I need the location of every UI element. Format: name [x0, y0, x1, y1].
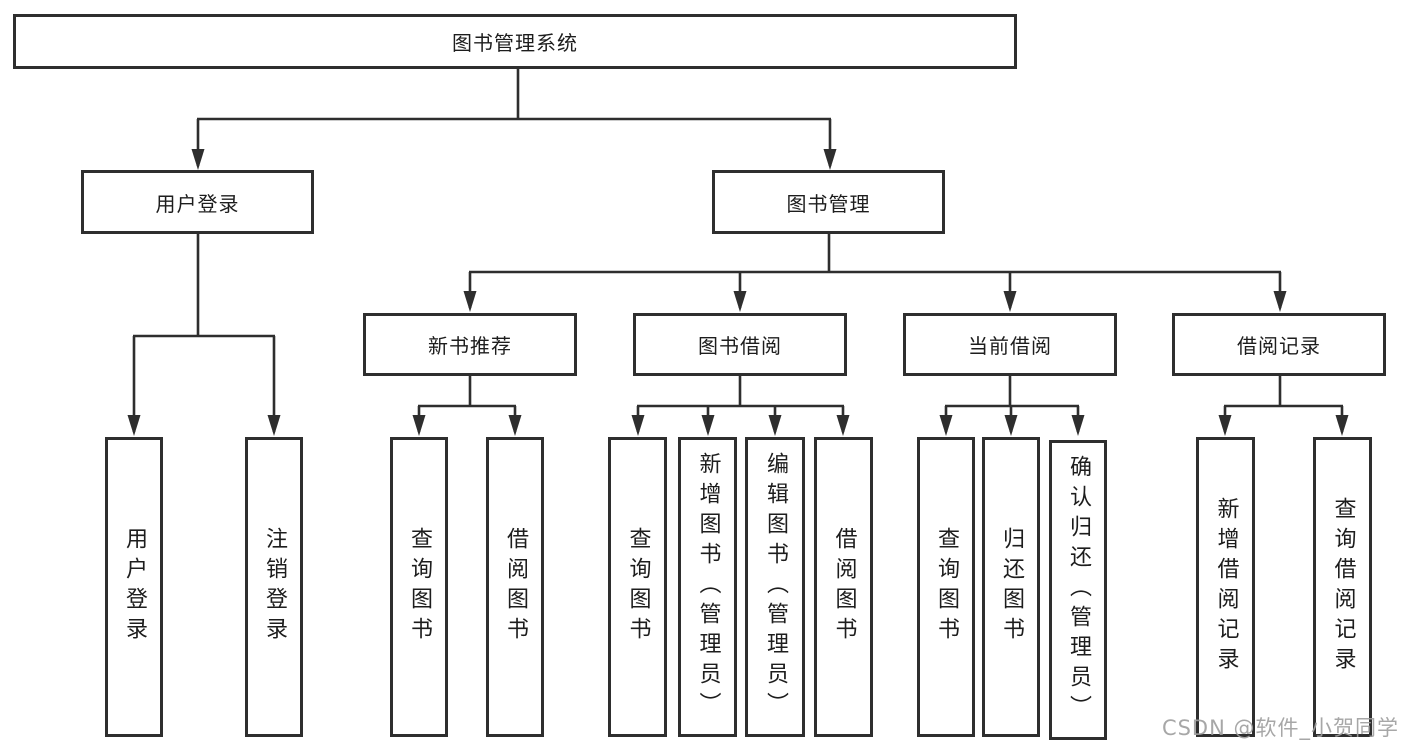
leaf-add-books-admin: 新增图书（管理员）: [678, 437, 737, 737]
node-borrow-records-label: 借阅记录: [1237, 334, 1321, 358]
leaf-user-login: 用户登录: [105, 437, 163, 737]
leaf-add-books-admin-label: 新增图书（管理员）: [695, 452, 721, 722]
node-book-borrow: 图书借阅: [633, 313, 847, 376]
leaf-borrow-query-books: 查询图书: [608, 437, 667, 737]
leaf-confirm-return-admin-label: 确认归还（管理员）: [1066, 455, 1091, 725]
node-root: 图书管理系统: [13, 14, 1017, 69]
connector-currentborrow-to-leaves: [939, 376, 1085, 436]
leaf-return-books-label: 归还图书: [999, 527, 1024, 647]
leaf-add-borrow-record-label: 新增借阅记录: [1213, 497, 1239, 677]
leaf-current-query-books-label: 查询图书: [934, 527, 959, 647]
node-current-borrow: 当前借阅: [903, 313, 1117, 376]
node-borrow-records: 借阅记录: [1172, 313, 1386, 376]
leaf-borrow-books-label: 借阅图书: [831, 527, 857, 647]
node-user-login-label: 用户登录: [155, 191, 240, 216]
leaf-rec-query-books-label: 查询图书: [407, 527, 432, 647]
leaf-add-borrow-record: 新增借阅记录: [1196, 437, 1255, 737]
connector-bookborrow-to-leaves: [631, 376, 850, 436]
connector-bookmgmt-to-level3: [463, 234, 1287, 312]
leaf-rec-borrow-books-label: 借阅图书: [503, 527, 528, 647]
leaf-edit-books-admin-label: 编辑图书（管理员）: [763, 452, 788, 722]
leaf-logout: 注销登录: [245, 437, 303, 737]
leaf-rec-borrow-books: 借阅图书: [486, 437, 544, 737]
leaf-logout-label: 注销登录: [262, 527, 287, 647]
leaf-query-borrow-record-label: 查询借阅记录: [1330, 497, 1356, 677]
leaf-return-books: 归还图书: [982, 437, 1040, 737]
leaf-current-query-books: 查询图书: [917, 437, 975, 737]
leaf-borrow-query-books-label: 查询图书: [625, 527, 651, 647]
node-book-mgmt-label: 图书管理: [786, 191, 871, 216]
leaf-rec-query-books: 查询图书: [390, 437, 448, 737]
leaf-edit-books-admin: 编辑图书（管理员）: [745, 437, 805, 737]
leaf-confirm-return-admin: 确认归还（管理员）: [1049, 440, 1107, 740]
csdn-watermark: CSDN @软件_小贺同学: [1161, 716, 1399, 740]
node-current-borrow-label: 当前借阅: [968, 334, 1052, 358]
node-root-label: 图书管理系统: [452, 31, 578, 55]
node-new-book-rec-label: 新书推荐: [428, 334, 512, 358]
connector-root-to-level2: [191, 69, 837, 170]
node-user-login: 用户登录: [81, 170, 314, 234]
connector-newbookrec-to-leaves: [412, 376, 522, 436]
leaf-query-borrow-record: 查询借阅记录: [1313, 437, 1372, 737]
node-book-mgmt: 图书管理: [712, 170, 945, 234]
leaf-user-login-label: 用户登录: [122, 527, 147, 647]
node-book-borrow-label: 图书借阅: [698, 334, 782, 358]
connector-borrowrecords-to-leaves: [1218, 376, 1349, 436]
node-new-book-rec: 新书推荐: [363, 313, 577, 376]
leaf-borrow-books: 借阅图书: [814, 437, 873, 737]
connector-userlogin-to-leaves: [127, 234, 281, 436]
